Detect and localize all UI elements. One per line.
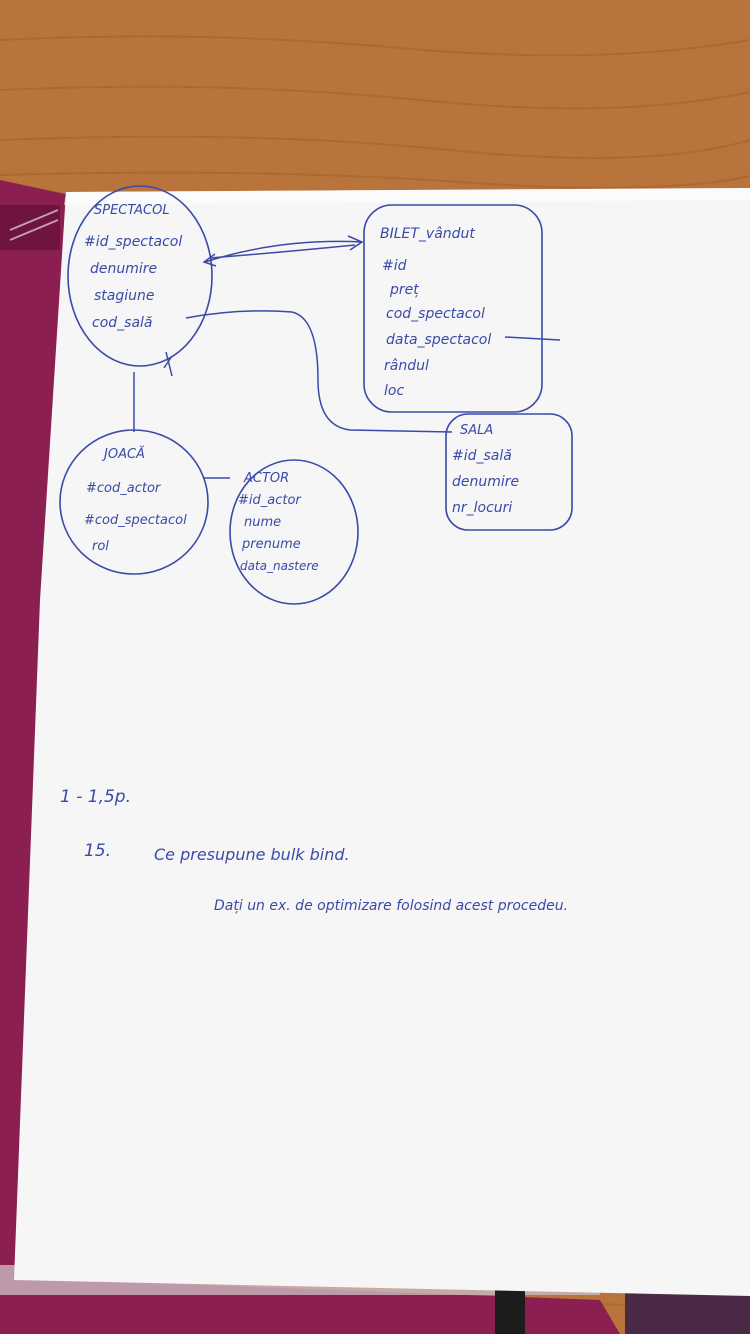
- joaca-title: JOACĂ: [101, 446, 145, 462]
- actor-field-2: nume: [244, 515, 281, 530]
- sala-field-2: denumire: [452, 474, 519, 490]
- paper-sheet: [14, 188, 750, 1296]
- spectacol-field-4: cod_sală: [92, 315, 153, 331]
- actor-field-4: data_nastere: [240, 559, 319, 573]
- bilet-field-1: #id: [382, 258, 407, 274]
- bilet-field-2: preț: [389, 282, 419, 298]
- question-line-1: Ce presupune bulk bind.: [154, 845, 350, 864]
- actor-field-1: #id_actor: [238, 493, 302, 508]
- entity-bilet: BILET_vândut #id preț cod_spectacol data…: [363, 204, 543, 413]
- joaca-field-2: #cod_spectacol: [84, 513, 187, 528]
- entity-sala: SALA #id_sală denumire nr_locuri: [445, 413, 573, 531]
- dark-spine: [495, 1285, 525, 1334]
- entity-spectacol: SPECTACOL #id_spectacol denumire stagiun…: [67, 185, 213, 367]
- spectacol-field-3: stagiune: [94, 288, 155, 304]
- joaca-field-1: #cod_actor: [86, 481, 162, 496]
- sala-field-3: nr_locuri: [452, 500, 512, 516]
- bilet-field-6: loc: [384, 383, 404, 399]
- joaca-field-3: rol: [92, 539, 109, 554]
- entity-joaca: JOACĂ #cod_actor #cod_spectacol rol: [59, 429, 209, 575]
- spectacol-title: SPECTACOL: [94, 203, 170, 218]
- question-line-2: Dați un ex. de optimizare folosind acest…: [214, 898, 568, 914]
- actor-field-3: prenume: [241, 537, 301, 552]
- question-number: 15.: [84, 841, 111, 861]
- sala-field-1: #id_sală: [452, 448, 512, 464]
- spectacol-field-1: #id_spectacol: [84, 234, 182, 250]
- bilet-field-5: rândul: [384, 358, 429, 374]
- bilet-title: BILET_vândut: [380, 226, 475, 242]
- spectacol-field-2: denumire: [90, 261, 157, 277]
- entity-actor: ACTOR #id_actor nume prenume data_naster…: [229, 459, 359, 605]
- right-edge-object: [625, 1290, 750, 1334]
- bilet-field-3: cod_spectacol: [386, 306, 485, 322]
- actor-title: ACTOR: [243, 471, 289, 486]
- wood-grain: [0, 35, 750, 1311]
- points-note: 1 - 1,5p.: [60, 787, 131, 807]
- bilet-field-4: data_spectacol: [386, 332, 491, 348]
- folder-strip: [0, 205, 60, 250]
- sala-title: SALA: [460, 423, 493, 438]
